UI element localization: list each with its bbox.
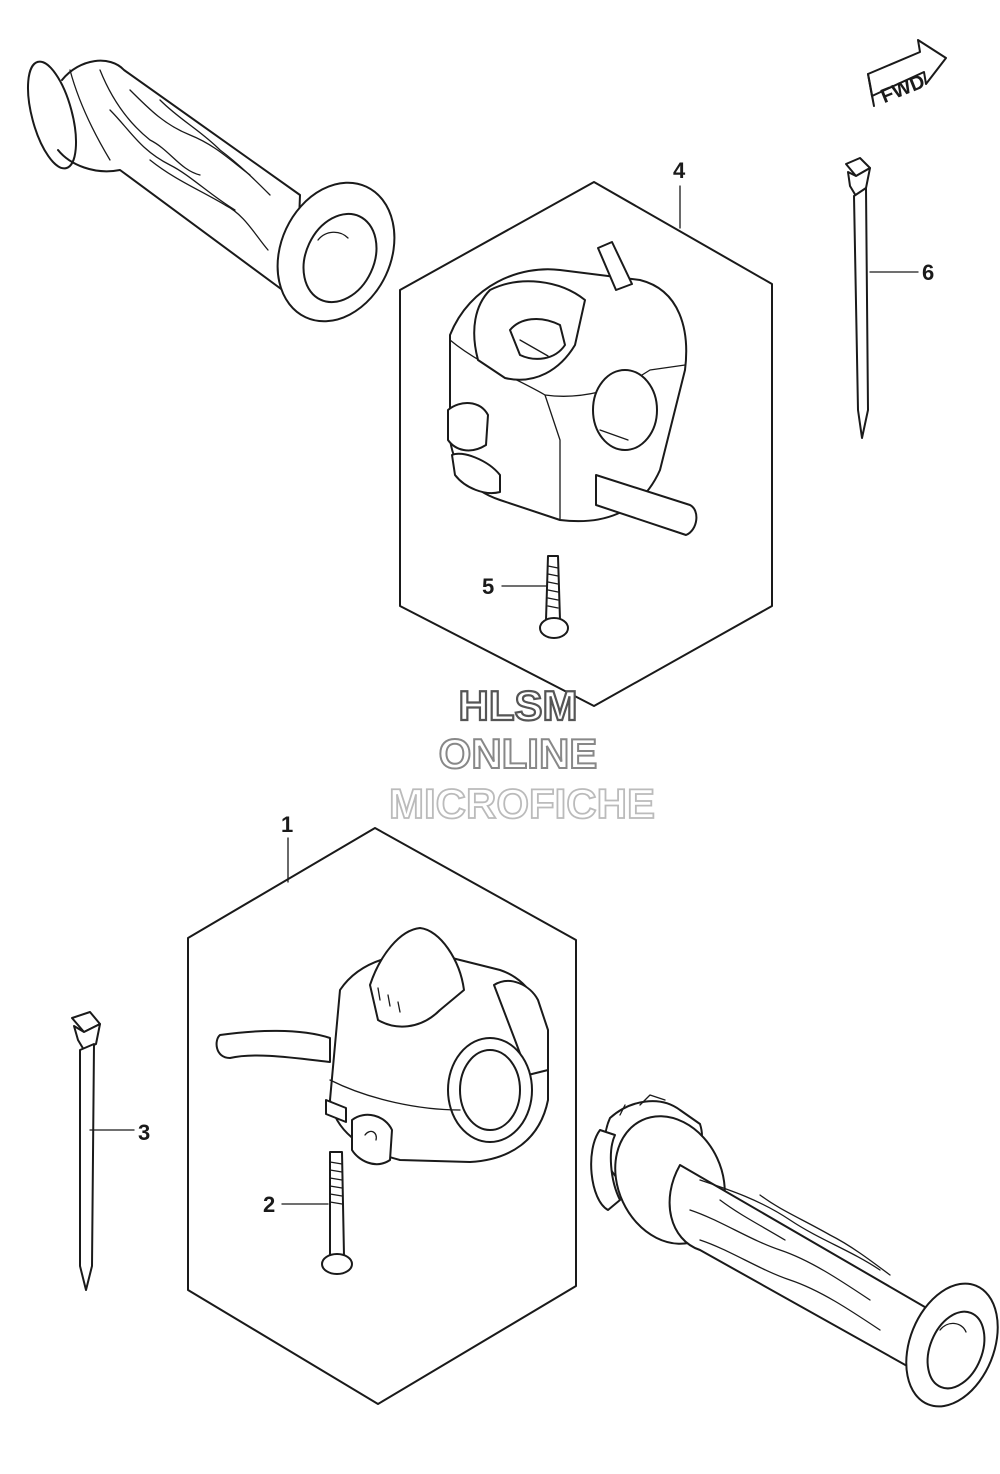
left-handlebar-grip	[27, 59, 396, 323]
watermark-line-3: MICROFICHE	[389, 780, 655, 827]
callout-6: 6	[922, 260, 934, 285]
callout-4: 4	[673, 158, 686, 183]
watermark-line-1: HLSM	[459, 682, 578, 729]
assembly-outline-1	[187, 827, 577, 1405]
right-handlebar-grip	[590, 1094, 999, 1408]
screw-2	[321, 1151, 353, 1275]
fwd-arrow-icon: FWD	[867, 39, 947, 108]
watermark-line-2: ONLINE	[439, 730, 598, 777]
left-handlebar-switch	[215, 927, 549, 1166]
callout-1: 1	[281, 812, 293, 837]
screw-5	[539, 555, 569, 639]
cable-tie-3	[71, 1011, 101, 1291]
callout-5: 5	[482, 574, 494, 599]
callout-2: 2	[263, 1192, 275, 1217]
cable-tie-6	[845, 157, 871, 439]
assembly-outline-4	[399, 181, 773, 707]
right-handlebar-switch	[447, 241, 698, 536]
callout-3: 3	[138, 1120, 150, 1145]
watermark: HLSM ONLINE MICROFICHE	[388, 681, 656, 828]
